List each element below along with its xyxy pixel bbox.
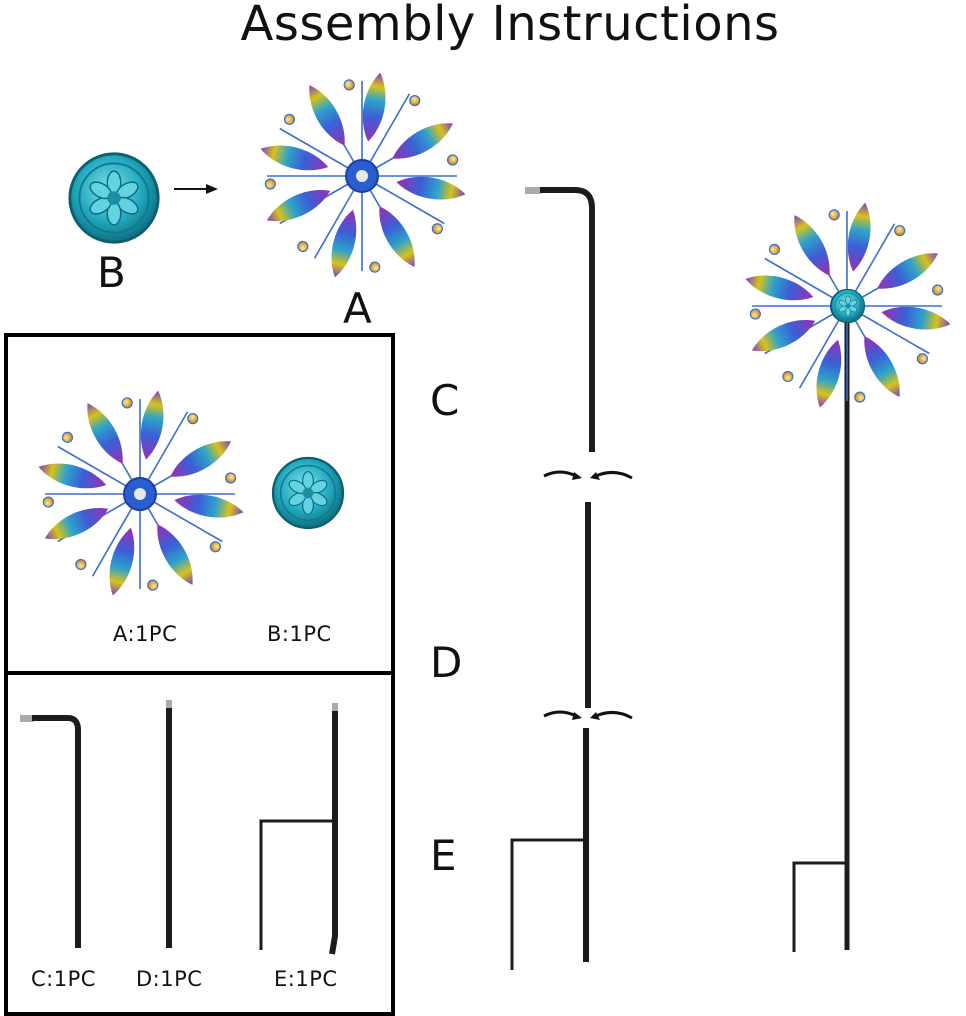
- rotate-arrows-icon: [543, 710, 633, 720]
- label-d: D: [430, 638, 463, 687]
- pole-icon: [510, 187, 595, 970]
- center-cap-icon: [830, 288, 866, 324]
- center-cap-icon: [270, 455, 346, 531]
- label-b-top: B: [97, 248, 126, 297]
- part-a-count: A:1PC: [113, 622, 178, 646]
- parts-box-bottom: [4, 671, 395, 1016]
- page-title: Assembly Instructions: [240, 0, 780, 52]
- center-cap-icon: [66, 150, 162, 246]
- label-c: C: [430, 376, 460, 425]
- pole-icon: [20, 700, 338, 955]
- arrow-right-icon: [174, 184, 218, 194]
- wind-spinner-icon: [30, 384, 250, 604]
- part-d-count: D:1PC: [136, 967, 203, 991]
- wind-spinner-icon: [252, 66, 472, 286]
- part-c-count: C:1PC: [31, 967, 96, 991]
- part-b-count: B:1PC: [267, 622, 332, 646]
- part-e-count: E:1PC: [274, 967, 338, 991]
- rotate-arrows-icon: [543, 470, 633, 480]
- label-a-top: A: [343, 284, 372, 333]
- label-e: E: [430, 831, 457, 880]
